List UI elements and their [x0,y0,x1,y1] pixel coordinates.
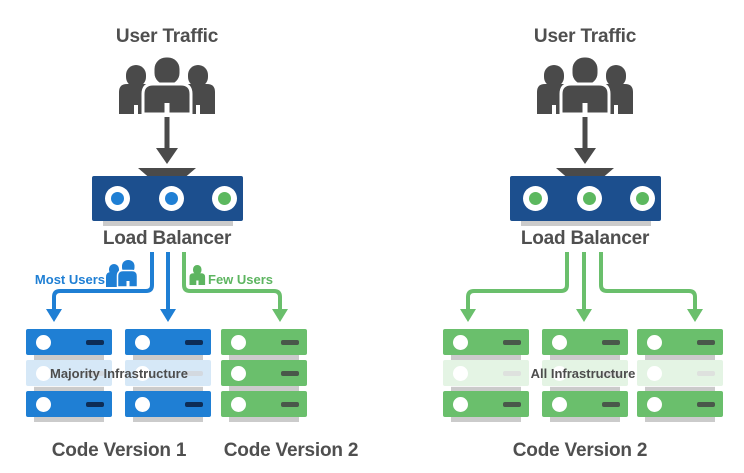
lb-port-dot-green [218,192,231,205]
server-row [637,329,723,355]
server-led-icon [36,396,51,412]
lb-port-dot-blue [165,192,178,205]
server-shadow [133,386,203,391]
down-arrow-icon [156,117,178,164]
server-stack-v2 [221,329,307,422]
load-balancer-left [92,176,243,221]
server-row [221,329,307,355]
server-led-icon [231,334,246,350]
server-vent-icon [602,339,620,345]
server-shadow [229,386,299,391]
server-led-icon [647,396,662,412]
server-vent-icon [86,339,104,345]
server-led-icon [36,334,51,350]
funnel-icon [138,168,196,176]
code-version-2-label-right: Code Version 2 [512,440,648,461]
few-users-arrowhead [272,309,288,322]
server-row [125,329,211,355]
server-led-icon [135,334,150,350]
server-vent-icon [281,370,299,376]
server-led-icon [552,396,567,412]
server-vent-icon [185,339,203,345]
user-group-icon [119,54,215,116]
server-row [443,391,529,417]
duo-users-icon [106,260,139,288]
user-traffic-label-left: User Traffic [115,26,219,47]
server-led-icon [453,396,468,412]
user-group-icon [537,54,633,116]
load-balancer-shadow [103,221,233,226]
lb-port-icon [212,186,237,211]
server-row [542,391,628,417]
server-shadow [133,417,203,422]
server-row [26,391,112,417]
most-users-label: Most Users [34,272,105,287]
server-shadow [645,386,715,391]
lb-port-icon [159,186,184,211]
server-shadow [229,355,299,360]
lb-port-dot-green [583,192,596,205]
load-balancer-label-left: Load Balancer [102,228,232,249]
single-user-icon [189,265,206,285]
server-shadow [34,417,104,422]
server-vent-icon [602,401,620,407]
few-users-label: Few Users [208,272,274,287]
overlay-label: All Infrastructure [530,366,636,381]
server-vent-icon [281,401,299,407]
server-row [637,391,723,417]
server-shadow [133,355,203,360]
server-shadow [645,417,715,422]
server-led-icon [647,334,662,350]
server-shadow [451,417,521,422]
code-version-1-label: Code Version 1 [51,440,187,461]
server-shadow [550,386,620,391]
load-balancer-label-right: Load Balancer [520,228,650,249]
server-shadow [229,417,299,422]
server-led-icon [453,334,468,350]
lb-port-icon [523,186,548,211]
server-shadow [451,355,521,360]
down-arrow-icon [574,117,596,164]
all-traffic-arrowheads [460,309,703,322]
lb-port-icon [577,186,602,211]
server-shadow [34,355,104,360]
lb-port-icon [630,186,655,211]
server-shadow [34,386,104,391]
load-balancer-shadow [521,221,651,226]
code-version-2-label-left: Code Version 2 [223,440,359,461]
server-shadow [550,355,620,360]
lb-port-dot-green [636,192,649,205]
all-traffic-arrows [466,252,697,310]
server-led-icon [231,396,246,412]
server-vent-icon [86,401,104,407]
server-shadow [451,386,521,391]
server-vent-icon [697,339,715,345]
overlay-label: Majority Infrastructure [50,366,188,381]
server-row [221,360,307,386]
funnel-icon [556,168,614,176]
server-vent-icon [697,401,715,407]
server-row [542,329,628,355]
server-row [26,329,112,355]
load-balancer-right [510,176,661,221]
server-vent-icon [503,401,521,407]
server-led-icon [552,334,567,350]
infrastructure-overlay-right: All Infrastructure [443,360,723,387]
server-shadow [550,417,620,422]
server-row [125,391,211,417]
server-row [221,391,307,417]
server-vent-icon [281,339,299,345]
lb-port-icon [105,186,130,211]
server-vent-icon [503,339,521,345]
server-vent-icon [185,401,203,407]
lb-port-dot-blue [111,192,124,205]
lb-port-dot-green [529,192,542,205]
server-row [443,329,529,355]
server-led-icon [135,396,150,412]
user-traffic-label-right: User Traffic [533,26,637,47]
infrastructure-overlay-left: Majority Infrastructure [25,360,213,387]
server-shadow [645,355,715,360]
server-led-icon [231,365,246,381]
most-users-arrowheads [46,309,176,322]
